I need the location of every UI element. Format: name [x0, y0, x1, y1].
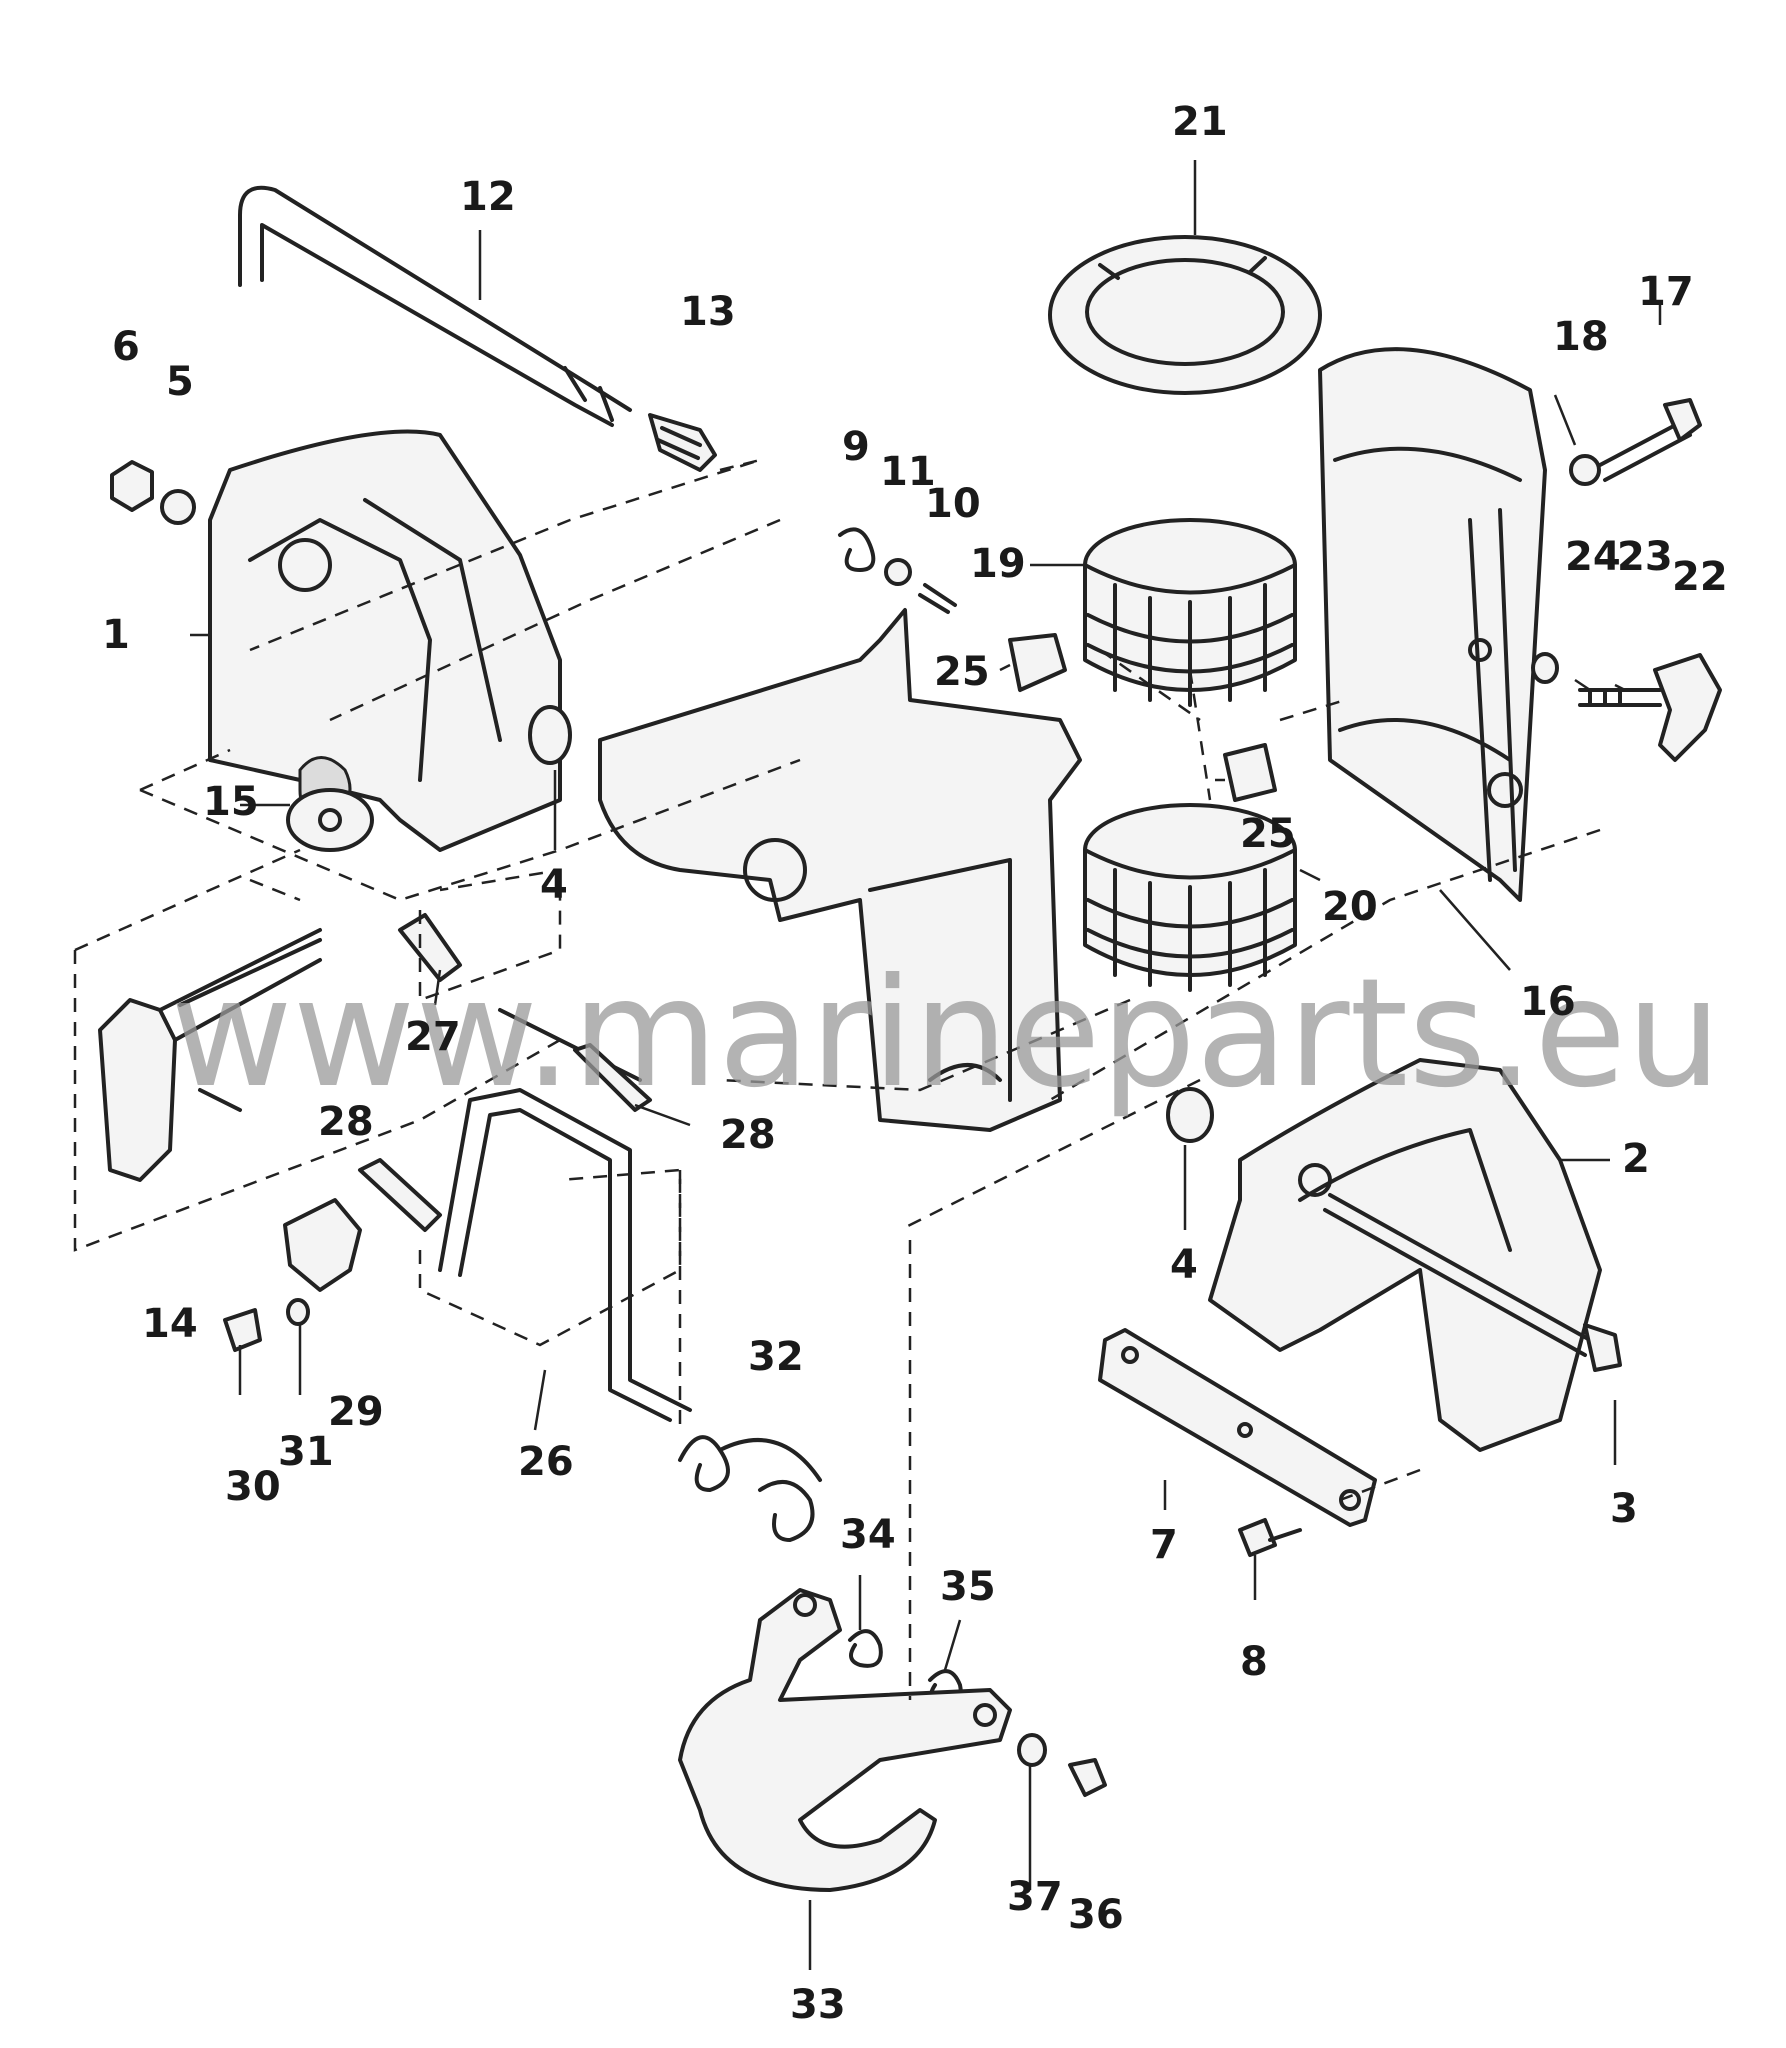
callout-4-left: 4: [540, 862, 568, 908]
part-36-screw: [1068, 1758, 1107, 1797]
part-29-lever: [283, 1198, 362, 1292]
part-3-bolt: [1323, 1193, 1622, 1372]
part-4-washer-right: [1166, 1087, 1214, 1143]
part-10-screw: [918, 583, 957, 614]
callout-28-lower: 28: [720, 1112, 776, 1158]
callout-9: 9: [842, 424, 870, 470]
part-27-pin: [398, 913, 462, 982]
callout-31: 31: [278, 1429, 334, 1475]
callout-labels: 1 2 3 4 4 5 6 7 8 9 10 11 12 13 14 15 16…: [102, 99, 1728, 2028]
callout-24: 24: [1565, 534, 1621, 580]
part-18-washer: [1569, 454, 1601, 486]
callout-18: 18: [1553, 314, 1609, 360]
part-19-bearing: [1083, 518, 1297, 707]
part-13-grommet: [648, 413, 717, 472]
part-25-pad-lower: [1223, 743, 1277, 802]
part-20-bearing: [1083, 803, 1297, 992]
part-14-clamp-screw: [98, 928, 322, 1182]
part-23-screw: [1578, 688, 1662, 707]
callout-4-right: 4: [1170, 1242, 1198, 1288]
part-11-washer: [884, 558, 912, 586]
part-16-swivel-clamp: [1318, 347, 1547, 902]
callout-33: 33: [790, 1982, 846, 2028]
part-4-washer-left: [528, 705, 572, 765]
callout-28-upper: 28: [318, 1099, 374, 1145]
callout-35: 35: [940, 1564, 996, 1610]
callout-36: 36: [1068, 1892, 1124, 1938]
part-17-bolt: [1598, 398, 1702, 482]
callout-8: 8: [1240, 1639, 1268, 1685]
callout-17: 17: [1638, 269, 1694, 315]
part-9-spring: [838, 527, 876, 572]
callout-3: 3: [1610, 1486, 1638, 1532]
part-28-pin-lower: [358, 1158, 442, 1232]
callout-22: 22: [1672, 554, 1728, 600]
part-33-reverse-lock: [678, 1588, 1012, 1892]
callout-30: 30: [225, 1464, 281, 1510]
callout-5: 5: [166, 359, 194, 405]
callout-6: 6: [112, 324, 140, 370]
callout-2: 2: [1622, 1136, 1650, 1182]
callout-7: 7: [1150, 1522, 1178, 1568]
part-8-screw: [1238, 1518, 1302, 1557]
part-22-tilt-handle: [1653, 653, 1722, 762]
callout-29: 29: [328, 1389, 384, 1435]
callout-27: 27: [405, 1014, 461, 1060]
callout-23: 23: [1617, 534, 1673, 580]
part-32-spring: [678, 1435, 822, 1542]
callout-13: 13: [680, 289, 736, 335]
callout-34: 34: [840, 1512, 896, 1558]
part-5-washer: [160, 489, 196, 525]
callout-32: 32: [748, 1334, 804, 1380]
part-25-pad-upper: [1008, 633, 1067, 692]
callout-12: 12: [460, 174, 516, 220]
callout-37: 37: [1007, 1874, 1063, 1920]
watermark-text: www.marineparts.eu: [170, 947, 1722, 1121]
callout-20: 20: [1322, 884, 1378, 930]
assembly-guide-lines: [73, 458, 1601, 1700]
callout-10: 10: [925, 481, 981, 527]
callout-14: 14: [142, 1301, 198, 1347]
callout-15: 15: [203, 779, 259, 825]
callout-leader-lines: [190, 160, 1662, 1970]
callout-1: 1: [102, 612, 130, 658]
callout-16: 16: [1520, 979, 1576, 1025]
callout-19: 19: [970, 541, 1026, 587]
part-21-ring: [1048, 235, 1322, 395]
part-6-nut: [110, 460, 154, 512]
callout-25-upper: 25: [934, 649, 990, 695]
part-7-plate: [1098, 1328, 1377, 1527]
part-swivel-bracket: [598, 608, 1082, 1132]
part-34-spring: [848, 1629, 883, 1668]
callout-11: 11: [880, 449, 936, 495]
part-30-screw: [223, 1308, 262, 1352]
part-31-washer: [286, 1298, 310, 1326]
callout-25-lower: 25: [1240, 811, 1296, 857]
part-37-washer: [1017, 1733, 1047, 1767]
callout-26: 26: [518, 1439, 574, 1485]
part-24-washer: [1531, 652, 1559, 684]
part-1-stern-bracket-left: [208, 429, 562, 852]
part-28-pin-upper: [573, 1043, 652, 1112]
callout-21: 21: [1172, 99, 1228, 145]
part-15-clamp-pad: [286, 788, 374, 852]
part-12-tilt-rod: [238, 185, 632, 427]
